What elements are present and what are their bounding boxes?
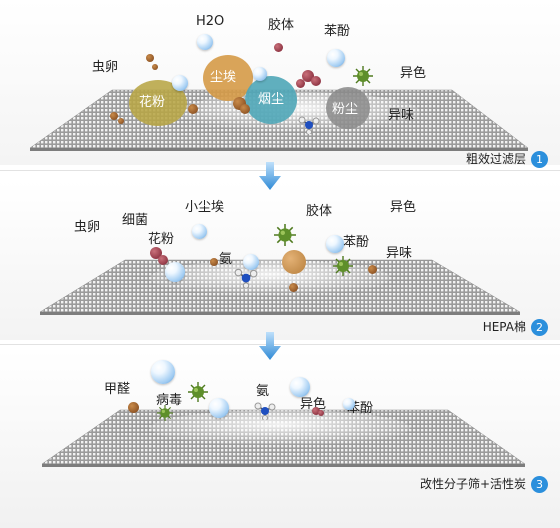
water-bubble-icon [209, 398, 229, 418]
worm-egg-label: 虫卵 [74, 220, 101, 235]
stage2-name: HEPA棉 [482, 320, 526, 334]
separator [0, 344, 560, 345]
germ-icon [274, 224, 296, 246]
dust-circle [203, 55, 253, 101]
molecule-icon [298, 116, 320, 134]
egg-particle-icon [110, 112, 118, 120]
dust-particle-icon [240, 104, 250, 114]
color-label: 异色 [390, 200, 417, 215]
colloid-particle-icon [311, 76, 321, 86]
formaldehyde-label: 甲醛 [104, 382, 131, 397]
water-bubble-icon [197, 34, 213, 50]
benzene-label: 苯酚 [324, 24, 351, 39]
pollen-label: 花粉 [139, 95, 166, 110]
water-bubble-icon [290, 377, 310, 397]
colloid-particle-icon [274, 43, 283, 52]
smoke-label: 烟尘 [258, 92, 285, 107]
water-bubble-icon [151, 360, 175, 384]
dust-label: 尘埃 [210, 70, 237, 85]
color-particle-icon [312, 407, 320, 415]
bacteria-label: 细菌 [122, 213, 149, 228]
colloid-label: 胶体 [268, 18, 295, 33]
powder-circle [326, 87, 370, 129]
worm-egg-label: 虫卵 [92, 60, 119, 75]
stage3-name: 改性分子筛+活性炭 [419, 477, 526, 491]
egg-particle-icon [118, 118, 124, 124]
water-bubble-icon [165, 262, 185, 282]
water-bubble-icon [343, 398, 355, 410]
stage1-name: 粗效过滤层 [465, 152, 526, 166]
virus-icon [157, 405, 173, 421]
virus-icon [188, 382, 208, 402]
water-bubble-icon [243, 254, 259, 270]
color-particle-icon [318, 410, 324, 416]
benzene-label: 苯酚 [343, 235, 370, 250]
dust-particle-icon [188, 104, 198, 114]
separator [0, 170, 560, 171]
molecule-icon [234, 268, 258, 288]
ammonia-label: 氨 [256, 384, 270, 399]
water-bubble-icon [172, 75, 188, 91]
powder-label: 粉尘 [332, 102, 359, 117]
down-arrow-icon [259, 332, 281, 360]
egg-particle-icon [368, 265, 377, 274]
germ-icon [333, 256, 353, 276]
water-bubble-icon [327, 49, 345, 67]
water-bubble-icon [192, 224, 207, 239]
virus-label: 病毒 [156, 393, 183, 408]
egg-particle-icon [146, 54, 154, 62]
pollen-particle-icon [158, 255, 168, 265]
colloid-label: 胶体 [306, 204, 333, 219]
water-bubble-icon [253, 67, 267, 81]
stage2-number-badge: 2 [531, 319, 548, 336]
stage1-number-badge: 1 [531, 151, 548, 168]
odor-label: 异味 [388, 108, 415, 123]
pollen-label: 花粉 [148, 232, 175, 247]
down-arrow-icon [259, 162, 281, 190]
color-label: 异色 [400, 66, 427, 81]
h2o-label: H2O [196, 14, 225, 29]
egg-particle-icon [289, 283, 298, 292]
water-bubble-icon [326, 235, 344, 253]
colloid-particle-icon [296, 79, 305, 88]
smoke-circle [245, 76, 297, 124]
egg-particle-icon [210, 258, 218, 266]
egg-particle-icon [152, 64, 158, 70]
odor-label: 异味 [386, 246, 413, 261]
ammonia-label: 氨 [219, 252, 233, 267]
dust-particle-icon [282, 250, 306, 274]
fine-dust-label: 小尘埃 [185, 200, 225, 215]
germ-icon [353, 66, 373, 86]
stage3-number-badge: 3 [531, 476, 548, 493]
molecule-icon [254, 402, 276, 420]
egg-particle-icon [128, 402, 139, 413]
